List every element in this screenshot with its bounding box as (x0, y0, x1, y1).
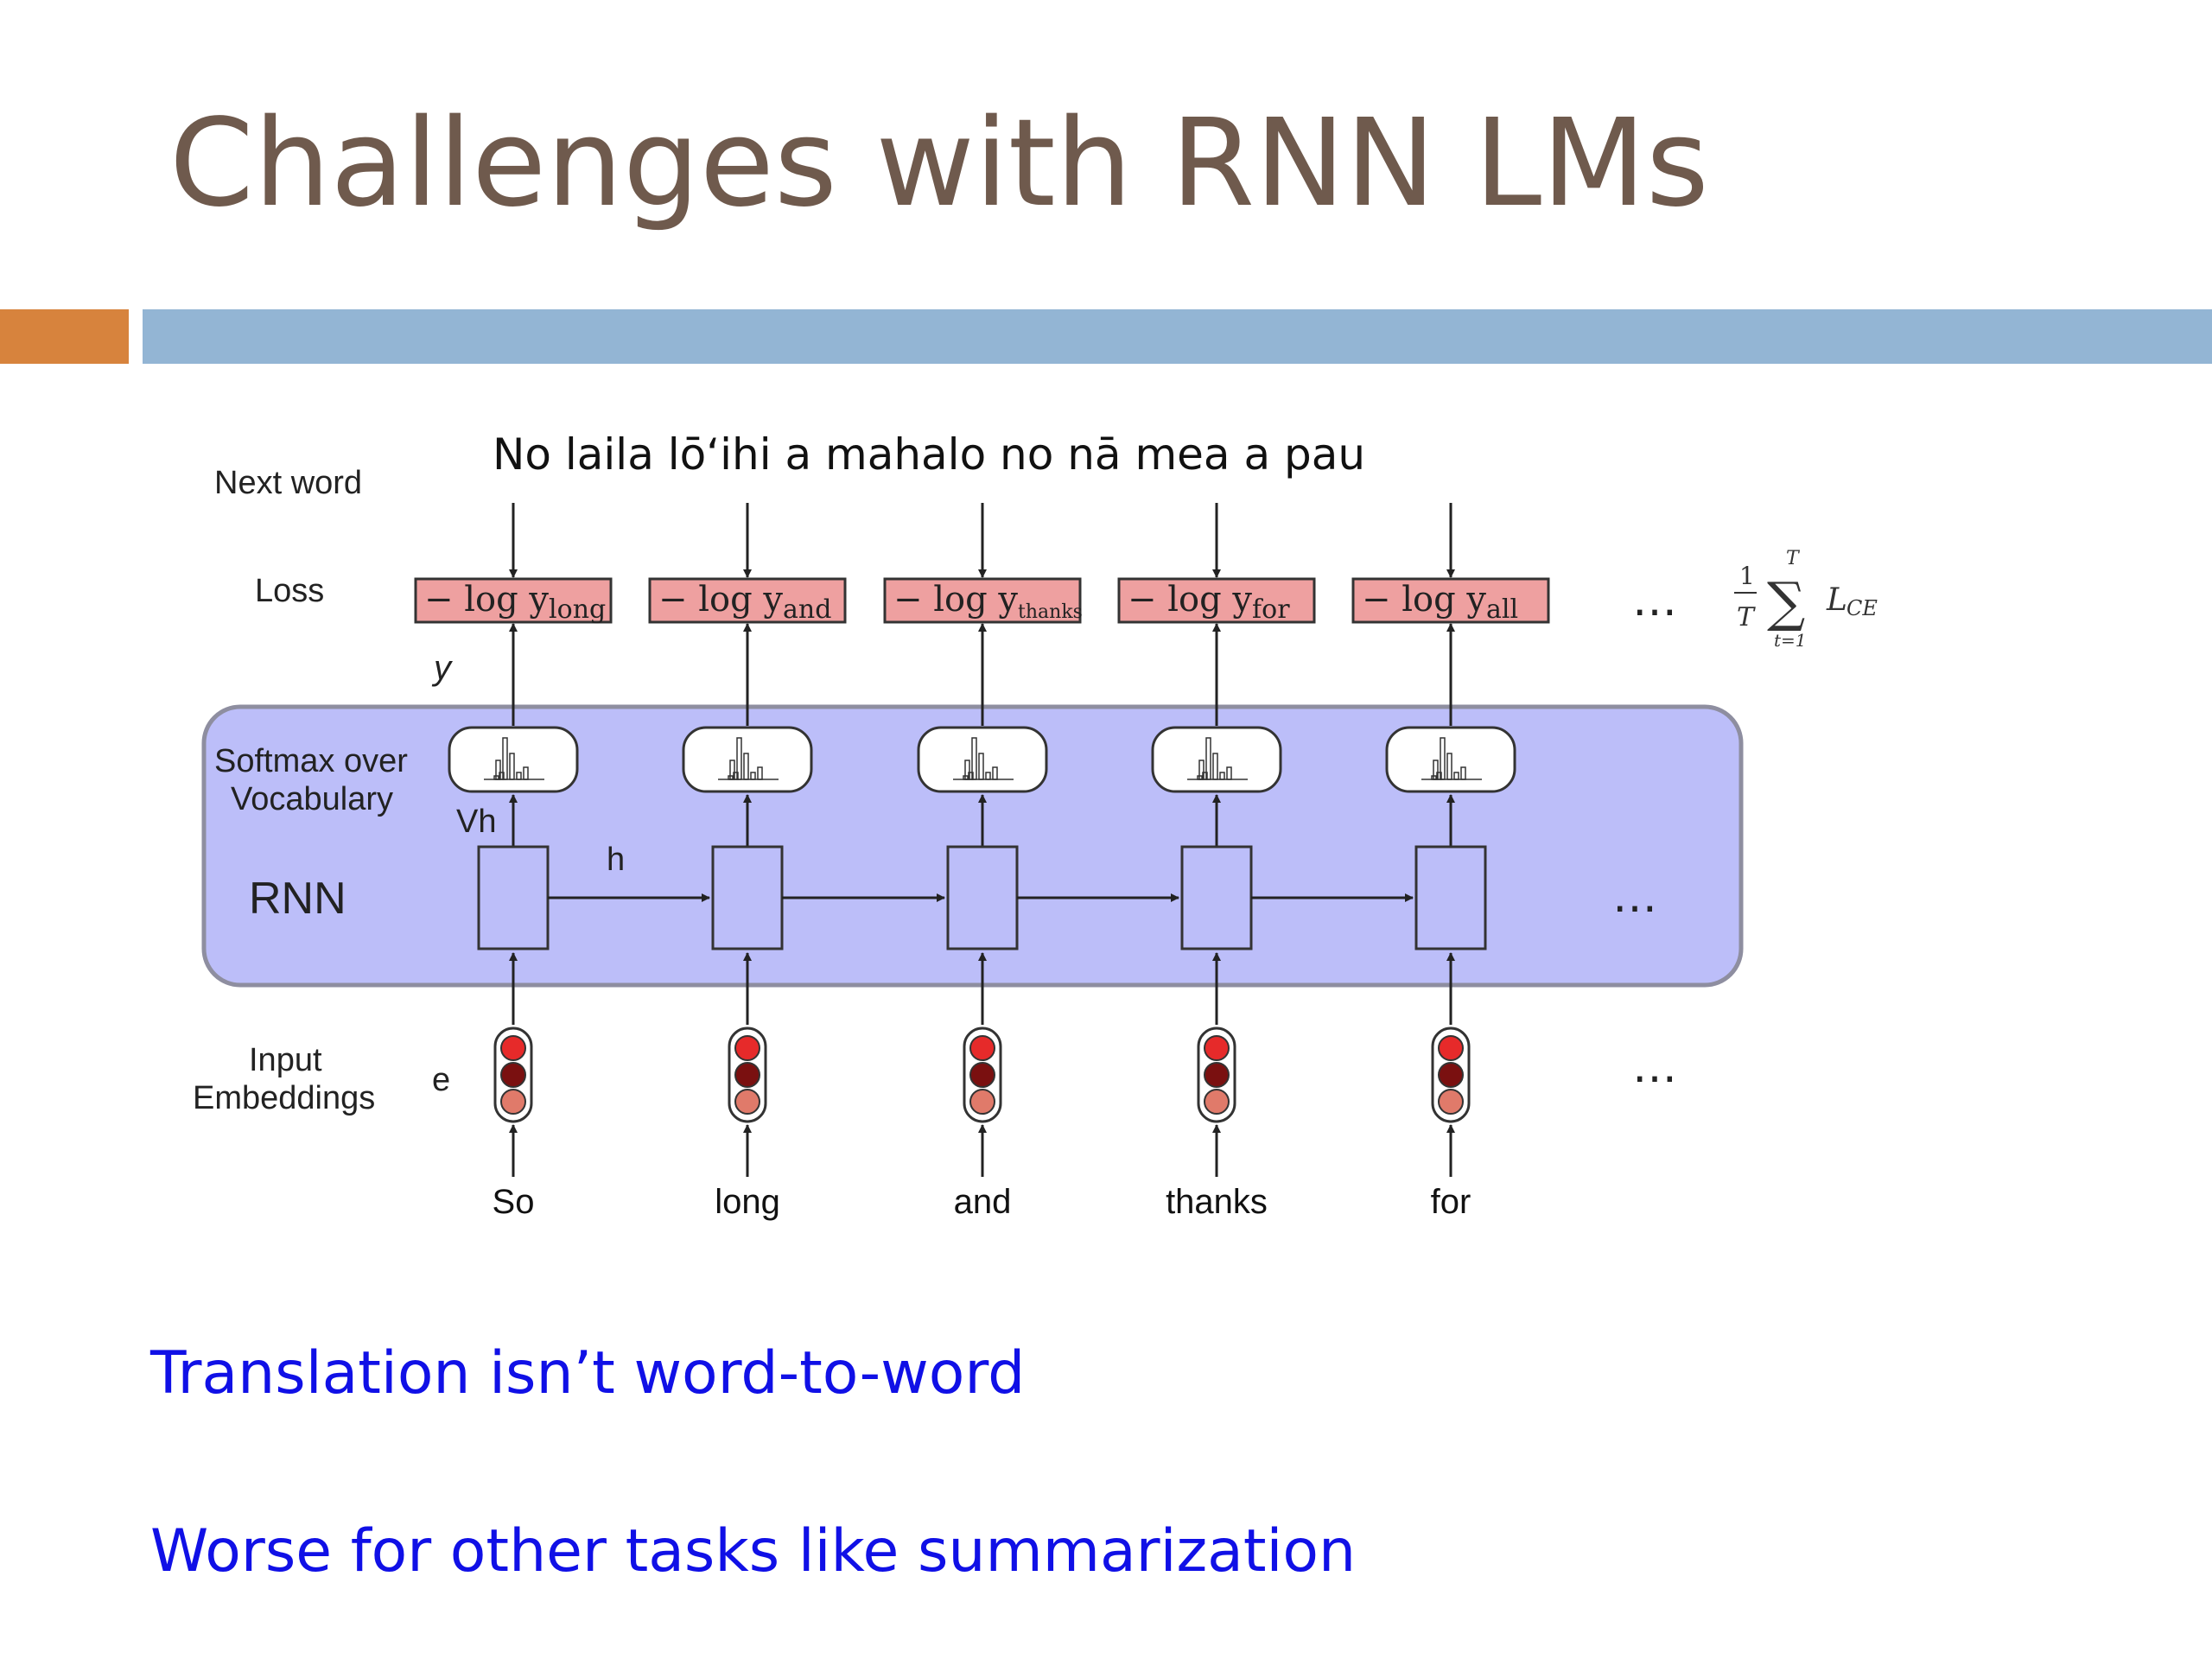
embedding-unit (500, 1035, 526, 1061)
timestep-column: So − log ylong (414, 503, 710, 1221)
input-word: and (954, 1183, 1012, 1221)
embedding-unit (734, 1035, 760, 1061)
formula-denominator: T (1737, 602, 1756, 632)
ellipsis-loss: … (1632, 575, 1677, 626)
loss-term: − log yall (1362, 580, 1518, 625)
input-word: So (493, 1183, 535, 1221)
loss-box (1117, 577, 1316, 624)
embedding-unit (734, 1089, 760, 1115)
hidden-state-box (711, 845, 784, 950)
loss-term: − log ylong (424, 580, 606, 625)
row-label-rnn: RNN (249, 874, 346, 924)
softmax-distribution (448, 726, 579, 793)
bullet-summarization: Worse for other tasks like summarization (150, 1517, 1357, 1586)
softmax-distribution (682, 726, 813, 793)
embedding-unit (969, 1062, 995, 1088)
softmax-distribution (1385, 726, 1516, 793)
timestep-columns: So − log ylong long − log yand and − log ytha… (414, 503, 1550, 1221)
loss-box (648, 577, 847, 624)
average-loss-formula: 1 T T ∑ t=1 L CE (1734, 548, 1878, 651)
formula-lower-limit: t=1 (1774, 630, 1807, 651)
embedding-unit (1204, 1035, 1230, 1061)
loss-box (883, 577, 1082, 624)
symbol-e: e (432, 1062, 450, 1098)
formula-term-subscript: CE (1847, 596, 1878, 620)
loss-term: − log ythanks (893, 580, 1083, 623)
loss-box (414, 577, 613, 624)
ellipsis-embeddings: … (1632, 1041, 1677, 1093)
timestep-column: thanks − log yfor (1117, 503, 1414, 1221)
loss-term: − log yand (658, 580, 831, 625)
symbol-y: y (431, 649, 454, 687)
embedding-unit (969, 1089, 995, 1115)
embedding-unit (500, 1062, 526, 1088)
row-label-input-line2: Embeddings (193, 1080, 375, 1116)
embedding-unit (500, 1089, 526, 1115)
row-label-loss: Loss (255, 573, 324, 609)
symbol-vh: Vh (456, 804, 496, 840)
timestep-column: and − log ythanks (883, 503, 1179, 1221)
row-label-next-word: Next word (214, 465, 362, 501)
softmax-distribution (917, 726, 1048, 793)
slide-title: Challenges with RNN LMs (169, 93, 1709, 234)
hidden-state-box (1180, 845, 1253, 950)
target-sentence: No laila lōʻihi a mahalo no nā mea a pau (493, 429, 1365, 480)
embedding-unit (969, 1035, 995, 1061)
formula-term: L (1826, 582, 1847, 618)
formula-numerator: 1 (1739, 562, 1755, 590)
input-word: for (1431, 1183, 1471, 1221)
row-label-input-line1: Input (249, 1042, 322, 1078)
title-accent-bar-blue (143, 309, 2212, 364)
hidden-state-box (477, 845, 550, 950)
embedding-unit (1438, 1035, 1464, 1061)
embedding-unit (1438, 1062, 1464, 1088)
loss-box (1351, 577, 1550, 624)
bullet-translation: Translation isn’t word-to-word (150, 1339, 1026, 1408)
title-accent-bar-orange (0, 309, 129, 364)
timestep-column: for − log yall (1351, 503, 1550, 1221)
embedding-unit (1204, 1062, 1230, 1088)
timestep-column: long − log yand (648, 503, 945, 1221)
embedding-unit (1438, 1089, 1464, 1115)
embedding-unit (734, 1062, 760, 1088)
hidden-state-box (946, 845, 1019, 950)
row-label-softmax-line1: Softmax over (214, 743, 408, 779)
formula-sigma: ∑ (1767, 570, 1805, 633)
ellipsis-rnn: … (1612, 871, 1657, 923)
input-word: long (715, 1183, 780, 1221)
formula-upper-limit: T (1786, 548, 1801, 569)
symbol-h: h (607, 842, 625, 878)
hidden-state-box (1414, 845, 1487, 950)
softmax-distribution (1151, 726, 1282, 793)
embedding-unit (1204, 1089, 1230, 1115)
loss-term: − log yfor (1128, 580, 1290, 625)
input-word: thanks (1166, 1183, 1268, 1221)
row-label-softmax-line2: Vocabulary (231, 781, 393, 817)
